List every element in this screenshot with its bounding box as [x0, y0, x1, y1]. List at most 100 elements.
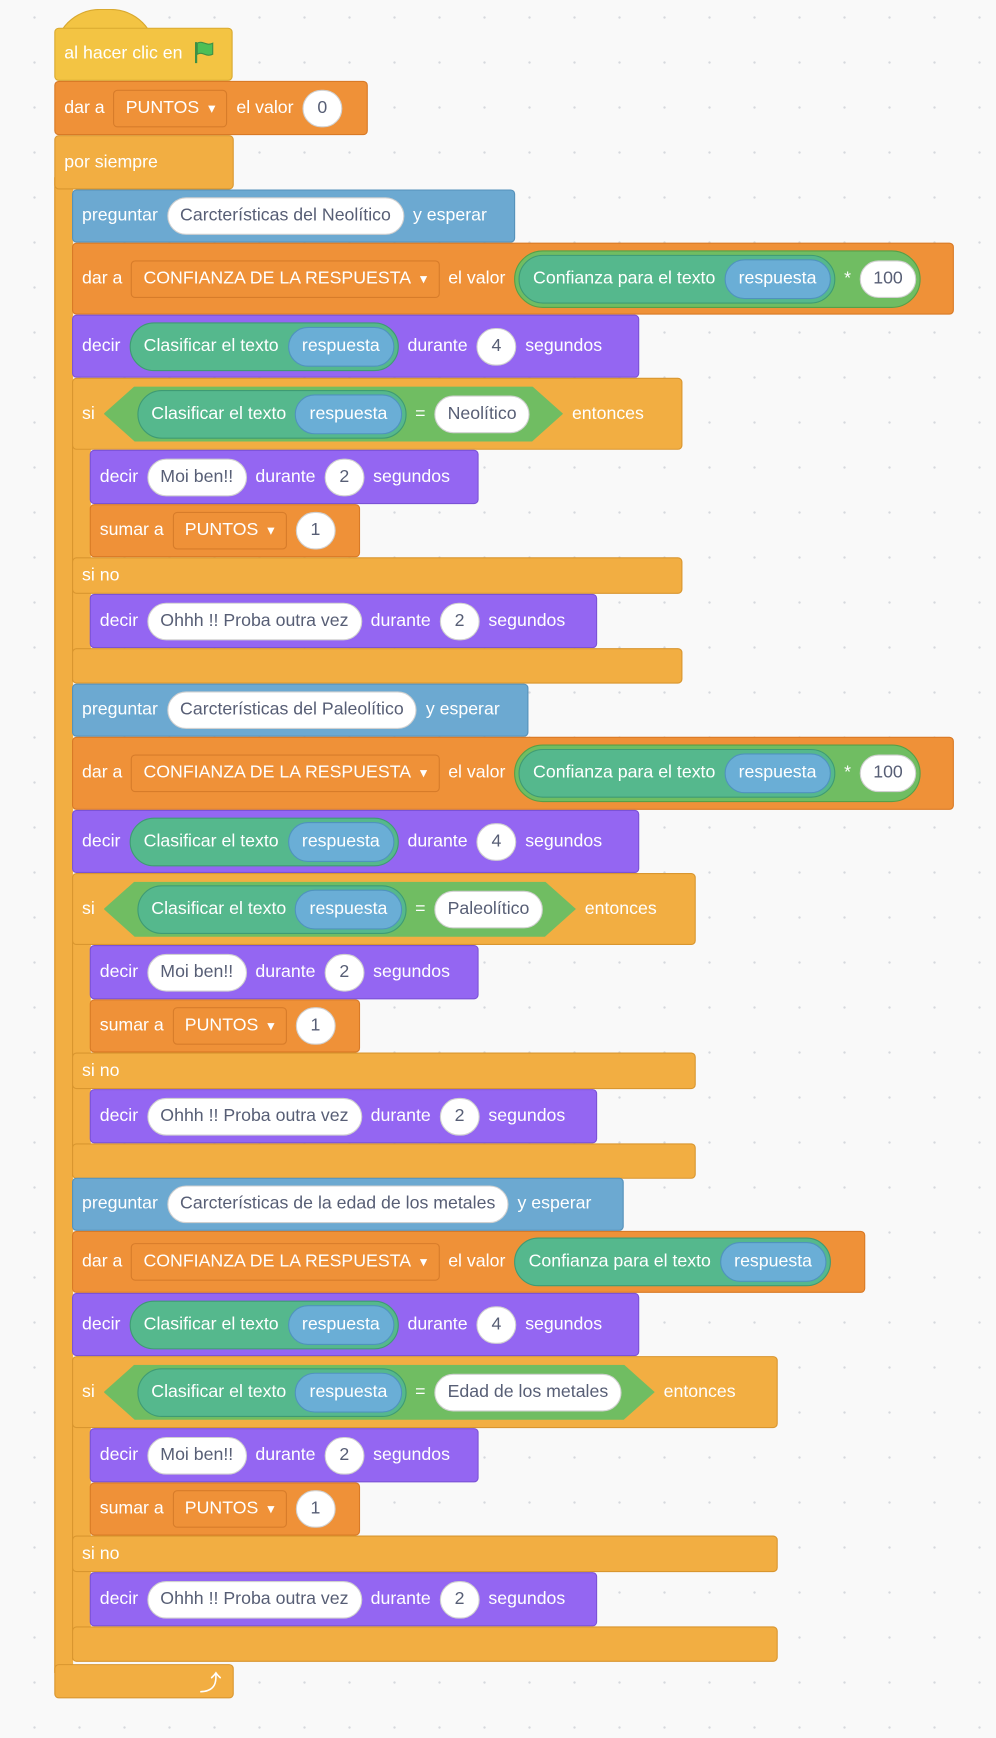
message-input[interactable]: Moi ben!!: [147, 953, 247, 992]
seconds-label: segundos: [373, 1445, 450, 1465]
classify-reporter-label: Clasificar el texto: [143, 831, 279, 851]
variable-dropdown[interactable]: PUNTOS▾: [172, 1490, 287, 1528]
seconds-input[interactable]: 4: [476, 1305, 517, 1344]
question-input[interactable]: Carcterísticas de la edad de los metales: [166, 1185, 509, 1224]
message-input[interactable]: Ohhh !! Proba outra vez: [147, 1580, 362, 1619]
variable-dropdown[interactable]: PUNTOS▾: [172, 511, 287, 550]
when-flag-clicked-block[interactable]: al hacer clic en: [54, 27, 233, 81]
variable-dropdown[interactable]: PUNTOS▾: [113, 89, 228, 127]
if-else-bottom[interactable]: [72, 1143, 696, 1179]
value-input[interactable]: 1: [295, 511, 336, 550]
equals-symbol: =: [415, 899, 426, 918]
forever-bottom[interactable]: ⤴: [54, 1664, 234, 1699]
message-input[interactable]: Moi ben!!: [147, 1436, 247, 1475]
compare-input[interactable]: Neolítico: [434, 395, 530, 433]
during-label: durante: [370, 611, 431, 630]
answer-reporter[interactable]: respuesta: [295, 394, 402, 434]
else-bar[interactable]: si no: [72, 1052, 696, 1090]
operand-input[interactable]: 100: [859, 259, 917, 298]
seconds-input[interactable]: 2: [324, 1436, 365, 1475]
variable-dropdown[interactable]: CONFIANZA DE LA RESPUESTA▾: [131, 754, 440, 793]
answer-reporter[interactable]: respuesta: [295, 1372, 402, 1412]
answer-reporter[interactable]: respuesta: [287, 326, 395, 367]
if-else-bottom[interactable]: [72, 1626, 778, 1662]
seconds-input[interactable]: 2: [439, 1097, 480, 1136]
question-input[interactable]: Carcterísticas del Paleolítico: [166, 691, 417, 729]
chevron-down-icon: ▾: [267, 521, 275, 539]
message-input[interactable]: Ohhh !! Proba outra vez: [147, 1097, 362, 1136]
answer-reporter[interactable]: respuesta: [724, 753, 831, 794]
answer-reporter[interactable]: respuesta: [287, 821, 395, 862]
question-input[interactable]: Carcterísticas del Neolítico: [166, 197, 405, 235]
answer-reporter[interactable]: respuesta: [295, 889, 402, 929]
seconds-input[interactable]: 2: [439, 602, 480, 640]
answer-reporter[interactable]: respuesta: [719, 1241, 827, 1282]
operand-input[interactable]: 100: [859, 754, 917, 793]
say-label: decir: [99, 611, 139, 630]
seconds-input[interactable]: 2: [324, 953, 365, 992]
message-input[interactable]: Ohhh !! Proba outra vez: [147, 602, 362, 640]
variable-dropdown[interactable]: CONFIANZA DE LA RESPUESTA▾: [131, 1243, 440, 1281]
classify-reporter[interactable]: Clasificar el texto respuesta: [129, 321, 399, 371]
hat-label: al hacer clic en: [64, 44, 183, 64]
during-label: durante: [370, 1106, 431, 1126]
variable-dropdown[interactable]: PUNTOS▾: [172, 1007, 287, 1045]
variable-dropdown[interactable]: CONFIANZA DE LA RESPUESTA▾: [131, 259, 440, 298]
if-else-bottom[interactable]: [72, 648, 683, 684]
value-input[interactable]: 1: [295, 1490, 336, 1528]
else-bar[interactable]: si no: [72, 557, 683, 594]
seconds-input[interactable]: 2: [324, 458, 365, 496]
classify-reporter[interactable]: Clasificar el texto respuesta: [129, 817, 399, 866]
value-input[interactable]: 1: [295, 1007, 336, 1045]
seconds-input[interactable]: 4: [476, 327, 517, 366]
value-input[interactable]: 0: [302, 89, 343, 127]
answer-reporter[interactable]: respuesta: [724, 258, 831, 299]
compare-input[interactable]: Paleolítico: [434, 890, 542, 928]
seconds-input[interactable]: 4: [476, 822, 517, 861]
answer-reporter[interactable]: respuesta: [287, 1304, 395, 1345]
compare-input[interactable]: Edad de los metales: [434, 1373, 621, 1411]
variable-dropdown-label: CONFIANZA DE LA RESPUESTA: [143, 1251, 412, 1271]
message-input[interactable]: Moi ben!!: [147, 458, 247, 496]
forever-block[interactable]: por siempre: [54, 135, 234, 190]
seconds-input[interactable]: 2: [439, 1580, 480, 1619]
classify-reporter-label: Clasificar el texto: [143, 336, 279, 356]
ask-label: preguntar: [81, 700, 158, 720]
else-bar[interactable]: si no: [72, 1535, 778, 1573]
